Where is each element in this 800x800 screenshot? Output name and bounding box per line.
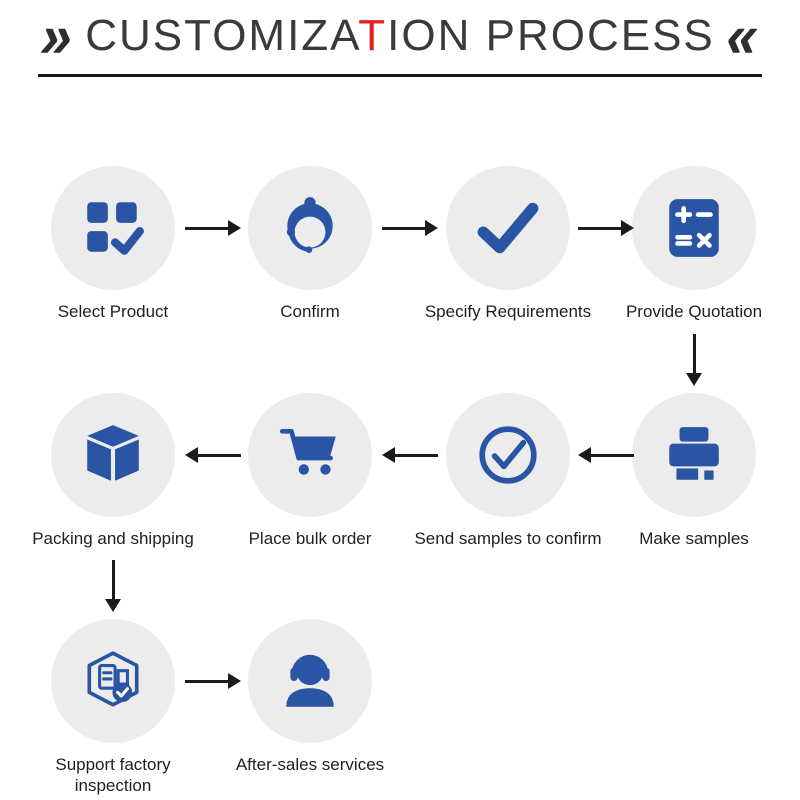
step-circle bbox=[446, 166, 570, 290]
right-chevron-mark: « bbox=[719, 0, 766, 71]
step-label: Make samples bbox=[639, 529, 749, 548]
step-support-factory-inspection: Support factory inspection bbox=[8, 619, 218, 797]
step-label: After-sales services bbox=[235, 755, 385, 774]
arrow-left-icon bbox=[382, 447, 438, 463]
step-circle bbox=[248, 393, 372, 517]
printer-icon bbox=[669, 427, 719, 480]
step-label: Specify Requirements bbox=[424, 302, 592, 321]
step-circle bbox=[632, 393, 756, 517]
step-specify-requirements: Specify Requirements bbox=[403, 166, 613, 322]
step-confirm: Confirm bbox=[205, 166, 415, 322]
left-chevron-mark: » bbox=[34, 0, 81, 71]
title-pre: CUSTOMIZA bbox=[85, 11, 359, 60]
step-label: Provide Quotation bbox=[625, 302, 763, 321]
step-provide-quotation: Provide Quotation bbox=[589, 166, 799, 322]
step-circle bbox=[446, 393, 570, 517]
step-label: Confirm bbox=[280, 302, 340, 321]
step-circle bbox=[632, 166, 756, 290]
step-label: Packing and shipping bbox=[32, 529, 194, 548]
page-title: » CUSTOMIZATION PROCESS « bbox=[0, 0, 800, 71]
step-make-samples: Make samples bbox=[589, 393, 799, 549]
step-circle bbox=[51, 619, 175, 743]
shopping-cart-icon bbox=[279, 428, 336, 475]
step-label: Place bulk order bbox=[248, 529, 372, 548]
step-circle bbox=[51, 166, 175, 290]
title-divider bbox=[38, 74, 762, 77]
step-place-bulk-order: Place bulk order bbox=[205, 393, 415, 549]
arrow-right-icon bbox=[382, 220, 438, 236]
headset-person-icon bbox=[286, 654, 334, 707]
step-label: Support factory inspection bbox=[55, 755, 171, 796]
arrow-left-icon bbox=[578, 447, 634, 463]
step-select-product: Select Product bbox=[8, 166, 218, 322]
title-highlight-letter: T bbox=[358, 11, 388, 60]
step-label: Send samples to confirm bbox=[414, 529, 602, 548]
step-packing-and-shipping: Packing and shipping bbox=[8, 393, 218, 549]
step-send-samples-to-confirm: Send samples to confirm bbox=[403, 393, 613, 549]
calculator-icon bbox=[669, 199, 719, 257]
step-after-sales-services: After-sales services bbox=[205, 619, 415, 775]
arrow-down-icon bbox=[686, 334, 702, 386]
grid-check-icon bbox=[87, 202, 144, 255]
arrow-down-icon bbox=[105, 560, 121, 612]
step-label: Select Product bbox=[57, 302, 169, 321]
package-box-icon bbox=[87, 425, 139, 481]
arrow-right-icon bbox=[185, 220, 241, 236]
arrow-right-icon bbox=[578, 220, 634, 236]
factory-inspection-icon bbox=[87, 651, 139, 707]
step-circle bbox=[51, 393, 175, 517]
arrow-left-icon bbox=[185, 447, 241, 463]
step-circle bbox=[248, 166, 372, 290]
title-post: ION PROCESS bbox=[387, 11, 715, 60]
arrow-right-icon bbox=[185, 673, 241, 689]
title-text: CUSTOMIZATION PROCESS bbox=[85, 11, 715, 61]
step-circle bbox=[248, 619, 372, 743]
customer-service-icon bbox=[286, 197, 333, 253]
circle-check-icon bbox=[479, 426, 537, 484]
checkmark-icon bbox=[477, 202, 539, 254]
